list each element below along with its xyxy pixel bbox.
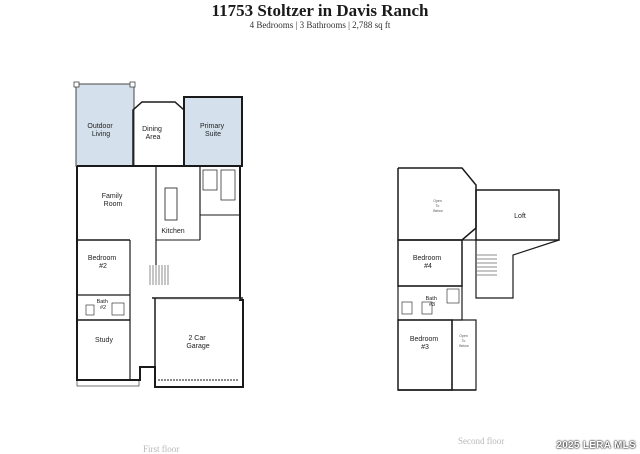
open-to-below-foyer-wall [451, 319, 477, 391]
bedroom-4-label: Bedroom #4 [413, 255, 443, 270]
outdoor-living-label: Outdoor Living [87, 123, 114, 138]
second-floor-caption: Second floor [458, 436, 505, 446]
primary-suite-label: Primary Suite [200, 123, 226, 138]
bath-3-label: Bath #3 [426, 296, 439, 308]
mls-watermark: 2025 LERA MLS [556, 440, 636, 451]
kitchen-label: Kitchen [161, 228, 184, 235]
open-to-below-label: Open To Below [433, 199, 443, 213]
bath-2-label: Bath #2 [97, 299, 110, 311]
dining-bay-wall [132, 101, 185, 166]
listing-title: 11753 Stoltzer in Davis Ranch [211, 1, 429, 20]
first-floor-plan [73, 81, 244, 388]
first-floor-caption: First floor [143, 444, 180, 454]
bedroom-2-label: Bedroom #2 [88, 255, 118, 270]
loft-label: Loft [514, 213, 526, 220]
listing-subtitle: 4 Bedrooms | 3 Bathrooms | 2,788 sq ft [249, 20, 391, 30]
loft-wall [475, 189, 560, 241]
outdoor-living-area [75, 83, 135, 167]
study-label: Study [95, 337, 113, 344]
bedroom-3-label: Bedroom #3 [410, 336, 440, 351]
open-to-below-foyer-label: Open To Below [459, 334, 469, 348]
garage-label: 2 Car Garage [186, 335, 209, 350]
primary-suite-area [183, 96, 243, 167]
dining-area-label: Dining Area [142, 126, 164, 141]
second-floor-plan [397, 167, 560, 391]
family-room-label: Family Room [102, 193, 125, 208]
bedroom-3-wall [397, 319, 453, 391]
